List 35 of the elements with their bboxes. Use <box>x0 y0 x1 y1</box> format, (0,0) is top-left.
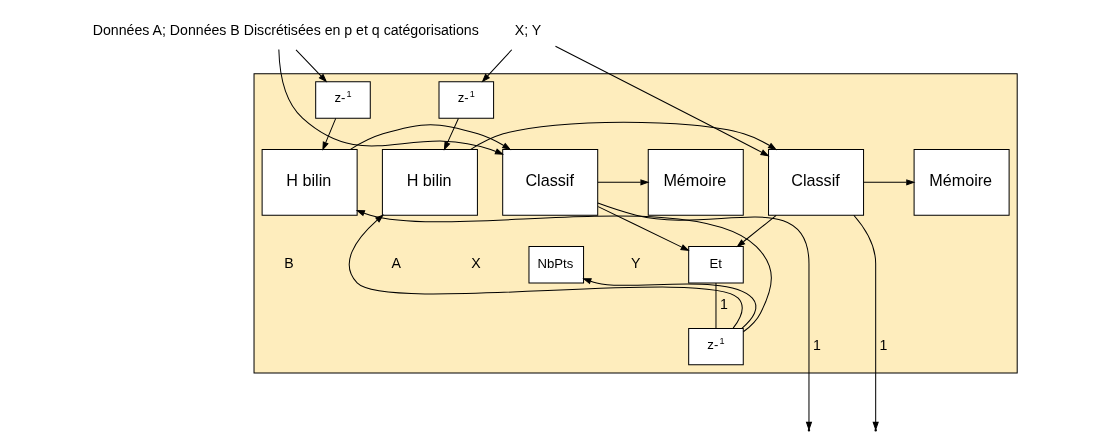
arrow <box>582 277 757 329</box>
connector <box>715 282 717 329</box>
arrow <box>597 178 650 186</box>
arrow <box>736 214 777 247</box>
node-box: z-$^{1}$ <box>438 80 495 119</box>
node-box: NbPts <box>528 245 585 283</box>
node-text: Données A; Données B Discrétisées en p et q catégorisations <box>92 21 479 38</box>
node-box: z-$^{1}$ <box>688 327 744 365</box>
arrow <box>853 214 879 431</box>
arrow <box>295 48 328 82</box>
arrow <box>597 205 690 251</box>
arrow <box>863 178 916 186</box>
arrow <box>322 117 337 151</box>
edge-label: 1 <box>879 336 888 353</box>
node-box: H bilin <box>261 148 358 216</box>
node-box: H bilin <box>381 148 478 216</box>
arrow <box>554 45 770 156</box>
node-box: Et <box>688 245 744 283</box>
node-box: Classif <box>768 148 865 216</box>
label: Y <box>631 254 641 271</box>
label: B <box>284 254 294 271</box>
arrow <box>470 121 778 150</box>
label: A <box>391 254 401 271</box>
arrow <box>350 123 512 150</box>
node-box: Classif <box>502 148 599 216</box>
edge-label: 1 <box>719 295 728 312</box>
node-text: X; Y <box>514 21 542 38</box>
arrow <box>443 117 459 151</box>
node-box: Mémoire <box>913 148 1010 216</box>
node-box: Mémoire <box>647 148 744 216</box>
arrow <box>278 48 505 155</box>
node-box: z-$^{1}$ <box>315 80 371 119</box>
label: X <box>471 254 481 271</box>
edge-label: 1 <box>812 336 821 353</box>
arrow <box>481 48 513 82</box>
